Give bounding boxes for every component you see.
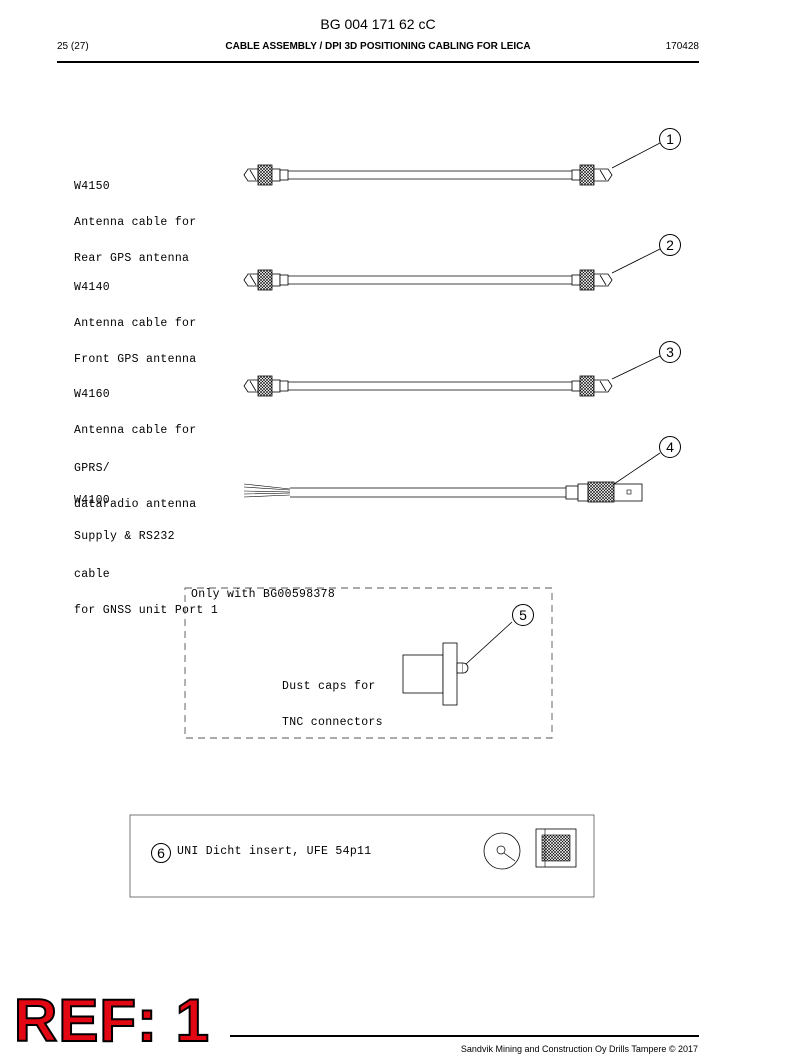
- callout-6: 6: [151, 843, 171, 863]
- item-1-desc-line: Antenna cable for: [74, 216, 197, 229]
- dust-cap-desc-line: TNC connectors: [282, 716, 383, 729]
- page-number: 25 (27): [57, 41, 89, 52]
- item-1-desc-line: Rear GPS antenna: [74, 252, 190, 265]
- cable-w4140: [243, 269, 613, 291]
- callout-4: 4: [659, 436, 681, 458]
- callout-5: 5: [512, 604, 534, 626]
- cable-w4100: [243, 452, 661, 503]
- item-2-code: W4140: [74, 281, 111, 294]
- item-2-label: W4140 Antenna cable for Front GPS antenn…: [74, 258, 196, 378]
- item-4-desc-line: for GNSS unit Port 1: [74, 604, 219, 617]
- callout-2: 2: [659, 234, 681, 256]
- item-4-code: W4100: [74, 494, 111, 507]
- item-3-code: W4160: [74, 388, 111, 401]
- insert-label: UNI Dicht insert, UFE 54p11: [177, 845, 372, 858]
- cable-w4150: [243, 164, 613, 186]
- document-id: BG 004 171 62 cC: [320, 16, 436, 32]
- dust-cap-desc-line: Dust caps for: [282, 680, 376, 693]
- dust-cap-drawing: [402, 621, 513, 706]
- item-1-code: W4150: [74, 180, 111, 193]
- callout-3: 3: [659, 341, 681, 363]
- header-rule: [57, 61, 699, 63]
- item-3-label: W4160 Antenna cable for GPRS/ dataradio …: [74, 365, 196, 523]
- item-3-desc-line: Antenna cable for: [74, 424, 197, 437]
- cable-w4160: [243, 375, 613, 397]
- item-4-desc-line: cable: [74, 568, 111, 581]
- leader-3: [611, 355, 661, 380]
- option-box-border: [184, 587, 553, 739]
- item-2-desc-line: Antenna cable for: [74, 317, 197, 330]
- dust-cap-label: Dust caps for TNC connectors: [282, 657, 383, 741]
- ref-stamp: REF: 1: [13, 986, 211, 1055]
- item-4-desc-line: Supply & RS232: [74, 530, 175, 543]
- leader-2: [611, 248, 661, 274]
- insert-box-border: [129, 814, 595, 898]
- item-3-desc-line: dataradio antenna: [74, 498, 197, 511]
- document-title: CABLE ASSEMBLY / DPI 3D POSITIONING CABL…: [225, 41, 531, 52]
- item-1-label: W4150 Antenna cable for Rear GPS antenna: [74, 157, 196, 277]
- footer-copyright: Sandvik Mining and Construction Oy Drill…: [460, 1044, 698, 1054]
- document-date: 170428: [665, 41, 699, 52]
- insert-drawing: [483, 828, 577, 870]
- item-4-label: W4100 Supply & RS232 cable for GNSS unit…: [74, 471, 218, 629]
- item-2-desc-line: Front GPS antenna: [74, 353, 197, 366]
- leader-1: [611, 142, 661, 169]
- callout-1: 1: [659, 128, 681, 150]
- option-box-title: Only with BG00598378: [191, 588, 336, 601]
- item-3-desc-line: GPRS/: [74, 462, 111, 475]
